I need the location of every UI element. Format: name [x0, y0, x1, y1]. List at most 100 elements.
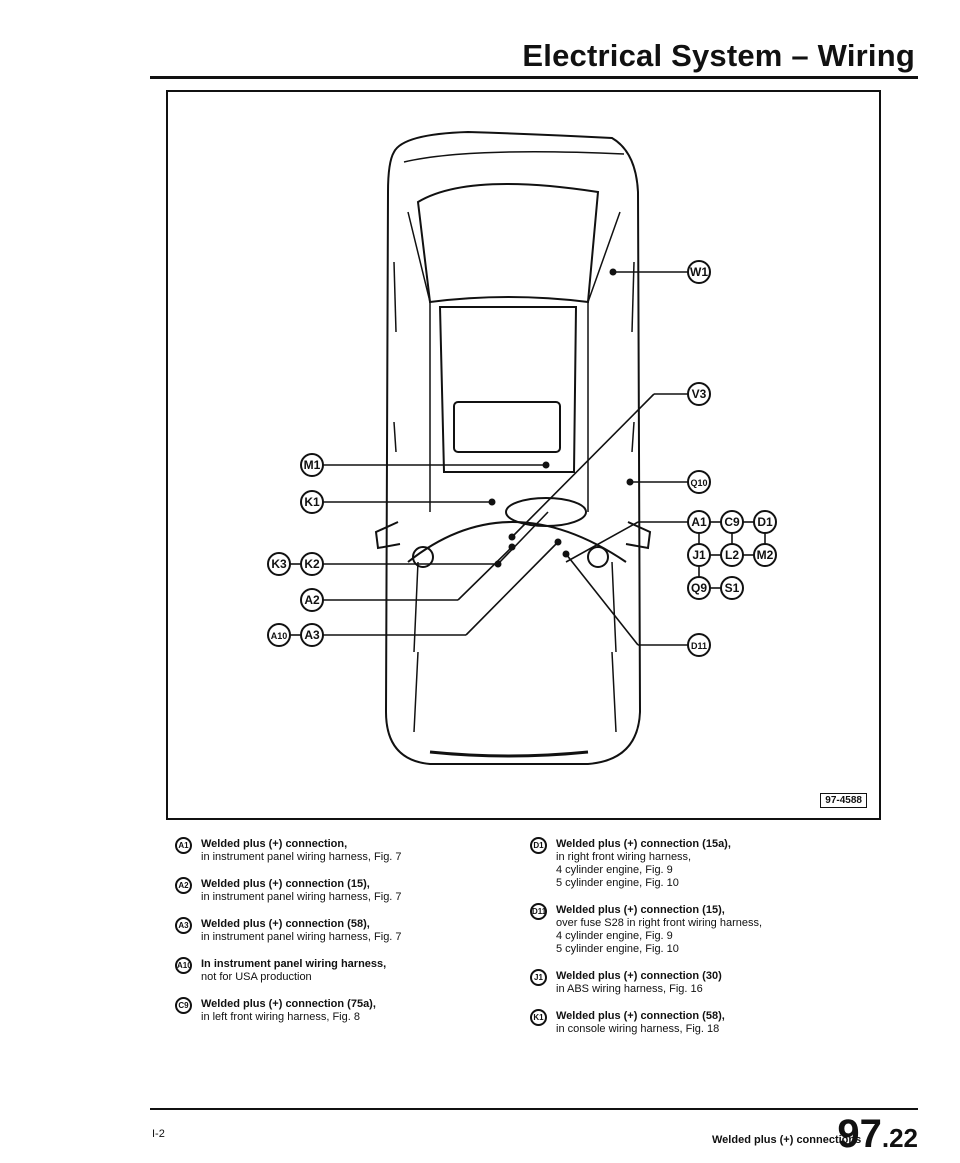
wiring-diagram-figure: W1 V3 Q10 A1 C9 D1 J1 L2 M2 Q9 S1 D11 M1… [166, 90, 881, 820]
callout-K3: K3 [267, 552, 291, 576]
callout-A2: A2 [300, 588, 324, 612]
page-number: I-2 [152, 1128, 165, 1140]
legend-entry: A2 Welded plus (+) connection (15),in ins… [175, 877, 505, 904]
legend-code: A3 [175, 917, 192, 934]
right-headlight-area [587, 546, 609, 568]
section-main: 97 [837, 1112, 882, 1156]
legend-code: C9 [175, 997, 192, 1014]
svg-text:S1: S1 [725, 581, 740, 595]
callout-K1: K1 [300, 490, 324, 514]
legend-title: Welded plus (+) connection (15), [201, 878, 370, 890]
right-mirror [625, 521, 652, 550]
svg-text:M1: M1 [304, 458, 321, 472]
left-headlight-area [412, 546, 434, 568]
callout-J1: J1 [687, 543, 711, 567]
svg-text:K1: K1 [304, 495, 320, 509]
footer-rule [150, 1108, 918, 1110]
svg-text:Q9: Q9 [691, 581, 707, 595]
callout-S1: S1 [720, 576, 744, 600]
legend-entry: D11 Welded plus (+) connection (15),over … [530, 903, 860, 956]
footer-label: Welded plus (+) connections [712, 1134, 862, 1146]
legend-line: 4 cylinder engine, Fig. 9 [556, 864, 673, 876]
car-topview-diagram: W1 V3 Q10 A1 C9 D1 J1 L2 M2 Q9 S1 D11 M1… [267, 130, 777, 765]
legend-entry: K1 Welded plus (+) connection (58),in con… [530, 1009, 860, 1036]
legend-code: A10 [175, 957, 192, 974]
svg-text:K2: K2 [304, 557, 320, 571]
callout-M1: M1 [300, 453, 324, 477]
callout-D11: D11 [687, 633, 711, 657]
legend-line: 4 cylinder engine, Fig. 9 [556, 930, 673, 942]
section-number: 97.22 [837, 1112, 918, 1157]
windshield [416, 183, 600, 304]
callout-A10: A10 [267, 623, 291, 647]
legend-line: in instrument panel wiring harness, Fig.… [201, 931, 402, 943]
legend-entry: C9 Welded plus (+) connection (75a),in le… [175, 997, 505, 1024]
legend-title: Welded plus (+) connection, [201, 838, 348, 850]
dashboard [407, 521, 627, 563]
callout-V3: V3 [687, 382, 711, 406]
svg-text:A2: A2 [304, 593, 320, 607]
svg-text:C9: C9 [724, 515, 740, 529]
legend-code: A1 [175, 837, 192, 854]
callout-Q10: Q10 [687, 470, 711, 494]
callout-L2: L2 [720, 543, 744, 567]
legend-entry: J1 Welded plus (+) connection (30)in ABS … [530, 969, 860, 996]
svg-text:A3: A3 [304, 628, 320, 642]
legend-line: in ABS wiring harness, Fig. 16 [556, 983, 703, 995]
svg-text:K3: K3 [271, 557, 287, 571]
callout-D1: D1 [753, 510, 777, 534]
callout-A1: A1 [687, 510, 711, 534]
legend-code: K1 [530, 1009, 547, 1026]
legend-right: D1 Welded plus (+) connection (15a),in ri… [530, 837, 860, 1050]
svg-text:M2: M2 [757, 548, 774, 562]
svg-text:A1: A1 [691, 515, 707, 529]
legend-line: not for USA production [201, 971, 312, 983]
page-title: Electrical System – Wiring [522, 38, 915, 73]
callout-Q9: Q9 [687, 576, 711, 600]
callout-A3: A3 [300, 623, 324, 647]
callout-M2: M2 [753, 543, 777, 567]
legend-code: D1 [530, 837, 547, 854]
legend-line: in instrument panel wiring harness, Fig.… [201, 851, 402, 863]
car-body-outline [384, 130, 642, 765]
roof-panel [438, 306, 578, 473]
callout-K2: K2 [300, 552, 324, 576]
legend-line: in instrument panel wiring harness, Fig.… [201, 891, 402, 903]
svg-text:J1: J1 [692, 548, 706, 562]
steering-wheel [505, 497, 587, 527]
legend-line: 5 cylinder engine, Fig. 10 [556, 877, 679, 889]
left-mirror [374, 521, 401, 550]
svg-text:L2: L2 [725, 548, 739, 562]
legend-code: D11 [530, 903, 547, 920]
legend-entry: A10 In instrument panel wiring harness,no… [175, 957, 505, 984]
svg-text:D1: D1 [757, 515, 773, 529]
legend-code: J1 [530, 969, 547, 986]
legend-title: Welded plus (+) connection (15), [556, 904, 725, 916]
legend-line: over fuse S28 in right front wiring harn… [556, 917, 763, 929]
legend-title: In instrument panel wiring harness, [201, 958, 387, 970]
svg-text:D11: D11 [691, 641, 707, 651]
svg-text:A10: A10 [271, 631, 288, 641]
legend-line: 5 cylinder engine, Fig. 10 [556, 943, 679, 955]
callout-C9: C9 [720, 510, 744, 534]
legend-title: Welded plus (+) connection (30) [556, 970, 722, 982]
sunroof [453, 401, 561, 453]
legend-entry: D1 Welded plus (+) connection (15a),in ri… [530, 837, 860, 890]
legend-title: Welded plus (+) connection (15a), [556, 838, 731, 850]
legend-line: in right front wiring harness, [556, 851, 692, 863]
figure-id: 97-4588 [820, 793, 867, 808]
legend-entry: A1 Welded plus (+) connection,in instrume… [175, 837, 505, 864]
legend-title: Welded plus (+) connection (75a), [201, 998, 376, 1010]
legend-line: in console wiring harness, Fig. 18 [556, 1023, 720, 1035]
section-sub: .22 [881, 1123, 918, 1153]
legend-line: in left front wiring harness, Fig. 8 [201, 1011, 360, 1023]
svg-text:V3: V3 [692, 387, 707, 401]
legend-code: A2 [175, 877, 192, 894]
svg-text:Q10: Q10 [690, 478, 707, 488]
svg-text:W1: W1 [690, 265, 708, 279]
header-rule [150, 76, 918, 79]
legend-title: Welded plus (+) connection (58), [556, 1010, 725, 1022]
callout-W1: W1 [687, 260, 711, 284]
